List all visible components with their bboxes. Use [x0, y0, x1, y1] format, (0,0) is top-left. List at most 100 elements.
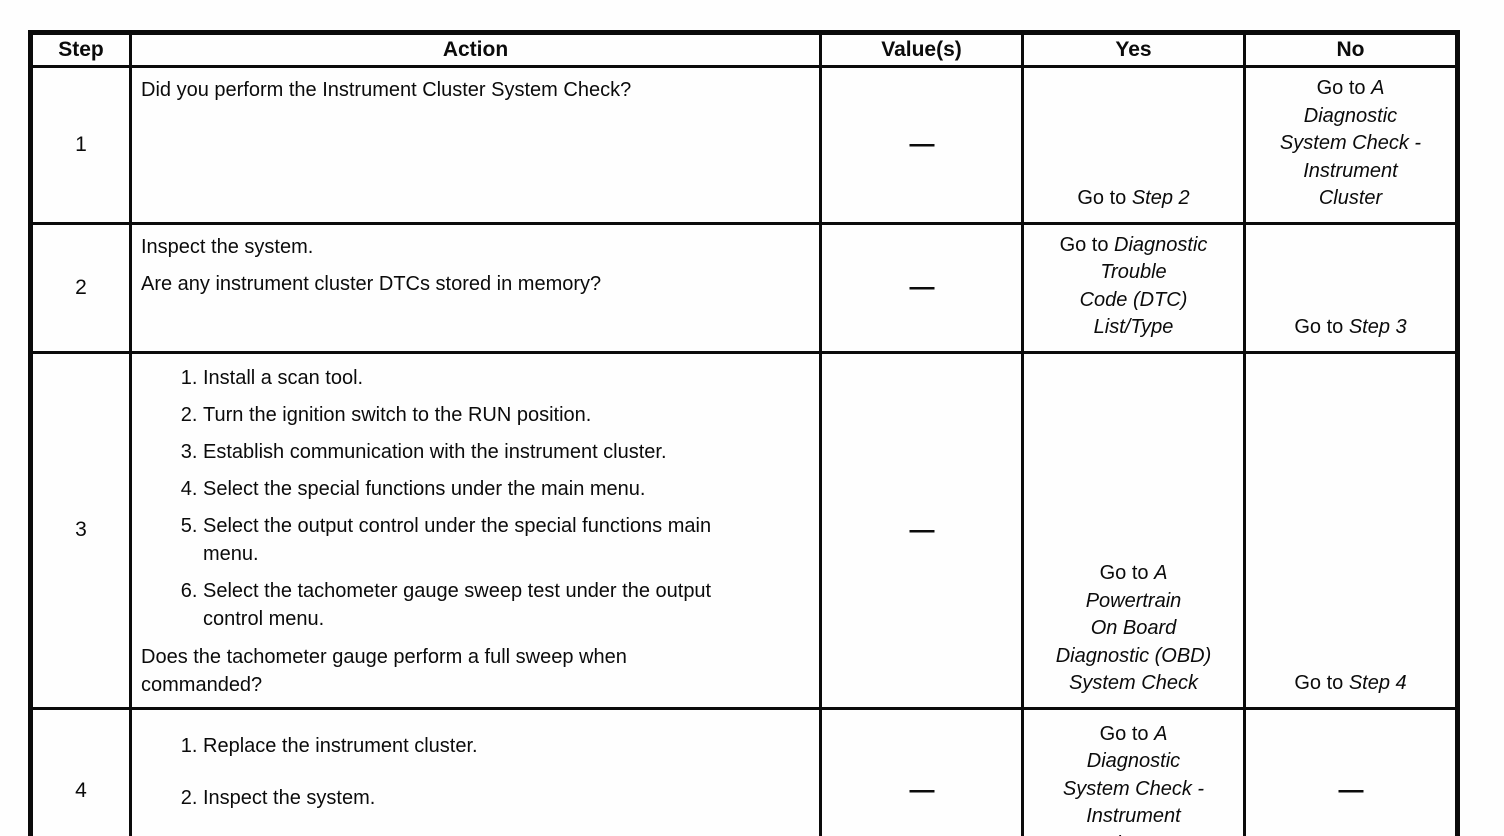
goto-target-text: Cluster [1318, 187, 1383, 209]
value-cell: — [819, 706, 1024, 836]
goto-prefix-text: Go to [1099, 562, 1155, 584]
action-step-text: Establish communication with the instrum… [203, 440, 667, 463]
step-cell: 4 [29, 706, 132, 836]
goto-prefix-text: Go to [1077, 187, 1132, 209]
goto-prefix-text: Go to [1099, 722, 1155, 745]
action-cell: Install a scan tool. Turn the ignition sw… [129, 350, 822, 710]
action-content: Install a scan tool. Turn the ignition sw… [141, 364, 809, 699]
goto-target-text: Diagnostic [1114, 233, 1208, 256]
step-number: 3 [75, 518, 87, 541]
no-cell: Go to Step 3 [1243, 221, 1459, 354]
action-cell: Replace the instrument cluster. Inspect t… [129, 706, 822, 836]
goto-line: Code (DTC) [1030, 287, 1237, 315]
goto-target-text: Diagnostic [1086, 750, 1181, 773]
goto-line: Go to Step 4 [1252, 670, 1449, 698]
action-numbered-list: Install a scan tool. Turn the ignition sw… [141, 364, 809, 633]
diagnostic-table: Step Action Value(s) Yes No 1 Did you pe… [28, 30, 1460, 836]
goto-line: Go to A [1030, 560, 1237, 588]
col-header-action: Action [129, 31, 822, 68]
goto-line: Go to A [1252, 75, 1449, 103]
goto-block: Go to Step 3 [1252, 314, 1449, 342]
goto-block: Go to Step 4 [1252, 670, 1449, 698]
action-step-item: Inspect the system. [203, 784, 809, 812]
goto-target-text: Cluster [1102, 833, 1165, 836]
goto-line: Powertrain [1030, 588, 1237, 616]
goto-target-text: Diagnostic (OBD) [1055, 644, 1212, 667]
goto-line: Instrument [1252, 158, 1449, 186]
goto-line: Go to Step 2 [1030, 185, 1237, 213]
no-dash: — [1338, 776, 1364, 804]
action-cell: Did you perform the Instrument Cluster S… [129, 65, 822, 225]
table-row: 4 Replace the instrument cluster. Inspect… [29, 706, 1459, 836]
goto-line: Go to A [1030, 721, 1237, 749]
action-step-item: Select the tachometer gauge sweep test u… [203, 577, 809, 633]
action-step-text: Install a scan tool. [203, 366, 364, 389]
goto-line: System Check [1030, 670, 1237, 698]
goto-target-text: Step 2 [1131, 187, 1190, 209]
action-step-text: Replace the instrument cluster. [203, 734, 478, 757]
action-step-text: Select the special functions under the m… [203, 477, 646, 500]
goto-target-text: Instrument [1303, 159, 1398, 182]
step-cell: 3 [29, 350, 132, 710]
goto-prefix-text: Go to [1316, 77, 1372, 99]
step-number: 1 [75, 132, 87, 156]
goto-prefix-text: Go to [1294, 672, 1349, 694]
goto-line: Diagnostic [1030, 748, 1237, 776]
action-step-item: Select the output control under the spec… [203, 512, 809, 568]
action-paragraph: Inspect the system. [141, 235, 314, 258]
action-step-text: Inspect the system. [203, 786, 376, 809]
action-question: Does the tachometer gauge perform a full… [141, 645, 627, 696]
goto-line: Trouble [1030, 259, 1237, 287]
no-cell: — [1243, 706, 1459, 836]
goto-prefix-text: Go to [1294, 316, 1349, 338]
goto-line: System Check - [1030, 776, 1237, 804]
step-number: 4 [75, 778, 87, 802]
goto-target-text: Step 3 [1348, 316, 1407, 338]
col-header-step: Step [29, 31, 132, 68]
action-step-item: Replace the instrument cluster. [203, 732, 809, 760]
header-row: Step Action Value(s) Yes No [29, 31, 1459, 68]
goto-line: Instrument [1030, 803, 1237, 831]
table-row: 3 Install a scan tool. Turn the ignition … [29, 350, 1459, 710]
goto-target-text: System Check [1069, 672, 1198, 694]
value-cell: — [819, 221, 1024, 354]
no-cell: Go to Step 4 [1243, 350, 1459, 710]
goto-target-text: Trouble [1100, 261, 1167, 283]
goto-target-text: On Board [1090, 617, 1177, 639]
value-dash: — [909, 515, 935, 544]
goto-line: Diagnostic (OBD) [1030, 643, 1237, 671]
value-cell: — [819, 65, 1024, 225]
goto-block: Go to Step 2 [1030, 185, 1237, 213]
col-header-no: No [1243, 31, 1459, 68]
value-dash: — [909, 273, 935, 301]
action-step-item: Establish communication with the instrum… [203, 438, 809, 466]
action-paragraph: Are any instrument cluster DTCs stored i… [141, 272, 602, 295]
col-header-values: Value(s) [819, 31, 1024, 68]
goto-target-text: A [1154, 562, 1168, 584]
action-numbered-list: Replace the instrument cluster. Inspect t… [141, 732, 809, 812]
goto-target-text: Code (DTC) [1079, 288, 1188, 311]
action-content: Replace the instrument cluster. Inspect t… [141, 732, 809, 836]
action-paragraph: Did you perform the Instrument Cluster S… [141, 79, 632, 101]
table-row: 1 Did you perform the Instrument Cluster… [29, 65, 1459, 225]
goto-target-text: Instrument [1086, 805, 1181, 828]
action-content: Inspect the system. Are any instrument cl… [141, 233, 809, 298]
step-cell: 1 [29, 65, 132, 225]
goto-target-text: Step 4 [1348, 672, 1407, 694]
goto-prefix-text: Go to [1059, 233, 1115, 256]
goto-line: Go to Step 3 [1252, 314, 1449, 342]
action-step-item: Turn the ignition switch to the RUN posi… [203, 401, 809, 429]
goto-target-text: Powertrain [1085, 589, 1182, 612]
col-header-yes: Yes [1021, 31, 1246, 68]
action-step-item: Install a scan tool. [203, 364, 809, 392]
goto-line: Cluster [1252, 185, 1449, 213]
action-step-text: Select the output control under the spec… [203, 514, 712, 565]
goto-target-text: A [1371, 77, 1385, 99]
action-cell: Inspect the system. Are any instrument cl… [129, 221, 822, 354]
goto-line: On Board [1030, 615, 1237, 643]
